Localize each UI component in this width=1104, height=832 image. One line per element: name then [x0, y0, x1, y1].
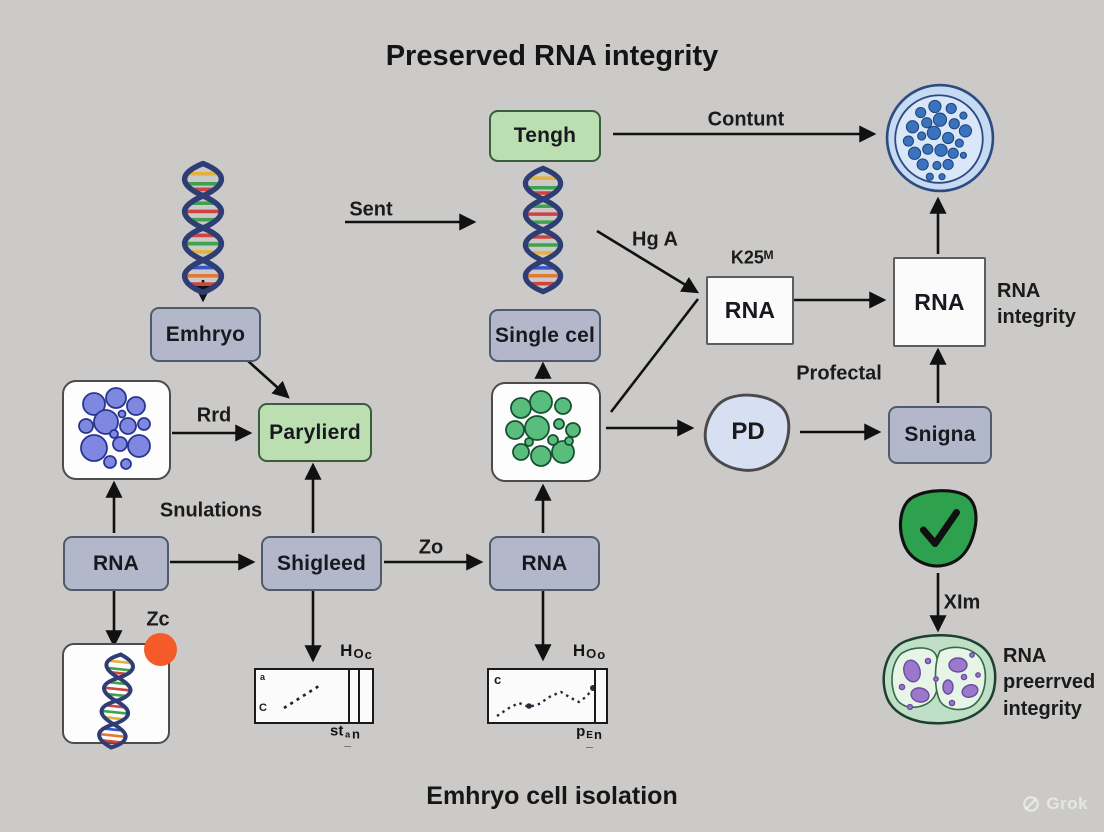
node-rna-center: RNA	[489, 536, 600, 591]
edge-label-hg-a: Hg A	[632, 228, 678, 251]
node-snigna-label: Snigna	[904, 423, 976, 446]
gel1-bottom-left: st	[330, 722, 344, 740]
grok-logo-icon	[1023, 796, 1040, 812]
node-rna-left: RNA	[63, 536, 169, 591]
preserved-cell-icon	[882, 633, 997, 725]
node-single-cel-label: Single cel	[494, 323, 596, 347]
edge-label-profectal: Profectal	[796, 362, 882, 385]
node-pd-label: PD	[731, 418, 765, 445]
node-parylierd-label: Parylierd	[269, 420, 361, 444]
edge-label-rrd: Rrd	[196, 404, 232, 427]
node-shigleed: Shigleed	[261, 536, 382, 591]
gel2-bottom-left: p	[576, 723, 586, 741]
checkmark-blob-icon	[898, 489, 978, 568]
gel1-bottom-right: n	[352, 726, 360, 742]
dna-helix-left-icon	[157, 158, 249, 298]
node-shigleed-label: Shigleed	[276, 551, 367, 575]
node-rna-sample: RNA	[706, 276, 794, 345]
gel2-top-sup: O	[586, 646, 597, 662]
node-rna-left-label: RNA	[92, 551, 140, 575]
annotation-rna-integrity: RNA integrity	[997, 280, 1076, 329]
arrow-emhryo-to-parylierd	[246, 359, 290, 399]
node-rna-sample-label: RNA	[724, 297, 776, 323]
grok-watermark: Grok	[1022, 794, 1088, 814]
node-emhryo-label: Emhryo	[165, 322, 246, 346]
node-snigna: Snigna	[888, 406, 992, 464]
cell-cluster-left-box	[62, 380, 171, 480]
node-tengh: Tengh	[489, 110, 601, 162]
cell-cluster-left-icon	[78, 387, 151, 470]
edge-label-snulations: Snulations	[159, 499, 263, 522]
gel1-top-right: c	[364, 647, 372, 663]
line-greencells-to-rnasample	[609, 298, 700, 413]
node-rna-result-label: RNA	[914, 288, 965, 315]
gel1-bottom-sup: a	[345, 729, 351, 740]
page-title: Preserved RNA integrity	[385, 40, 719, 72]
gel1-bottom-underscore: _	[344, 734, 352, 749]
gel1-top-sup: O	[353, 646, 364, 662]
grok-watermark-text: Grok	[1046, 794, 1088, 813]
node-single-cel: Single cel	[489, 309, 601, 362]
edge-label-contunt: Contunt	[707, 108, 785, 131]
blastocyst-icon	[885, 83, 995, 193]
gel2-bottom-right: n	[593, 727, 602, 743]
gel1-top-underscore: _	[354, 654, 363, 671]
dna-helix-center-icon	[499, 163, 587, 297]
edge-label-zo: Zo	[418, 536, 444, 559]
gel2-top-left: H	[572, 641, 586, 661]
orange-marker-dot	[144, 633, 177, 666]
annotation-rna-preserved: RNA preerrved integrity	[1003, 645, 1096, 720]
gel2-bottom-underscore: _	[586, 735, 593, 750]
edge-label-zc: Zc	[146, 608, 170, 631]
node-rna-center-label: RNA	[521, 551, 568, 575]
bottom-caption: Emhryo cell isolation	[426, 782, 678, 810]
gel2-corner-top: c	[494, 672, 502, 687]
gel1-top-left: H	[340, 641, 353, 661]
node-parylierd: Parylierd	[258, 403, 372, 462]
gel-chart-2: c	[487, 668, 608, 724]
gel2-bottom-sup: E	[586, 730, 593, 742]
dna-helix-small-icon	[95, 651, 137, 751]
edge-label-xim: XIm	[943, 591, 981, 614]
gel1-corner-top: a	[260, 672, 266, 682]
gel2-top-right: o	[597, 647, 606, 663]
node-rna-result: RNA	[893, 257, 986, 347]
edge-label-k25: K25ᴹ	[730, 247, 774, 268]
node-tengh-label: Tengh	[513, 124, 577, 147]
cell-cluster-center-box	[491, 382, 601, 482]
node-emhryo: Emhryo	[150, 307, 261, 362]
gel-chart-1: a C	[254, 668, 374, 724]
node-pd	[703, 393, 791, 472]
gel2-top-underscore: _	[587, 654, 596, 671]
cell-cluster-center-icon	[505, 390, 581, 467]
edge-label-sent: Sent	[349, 198, 393, 221]
gel1-corner-bottom: C	[259, 702, 267, 714]
